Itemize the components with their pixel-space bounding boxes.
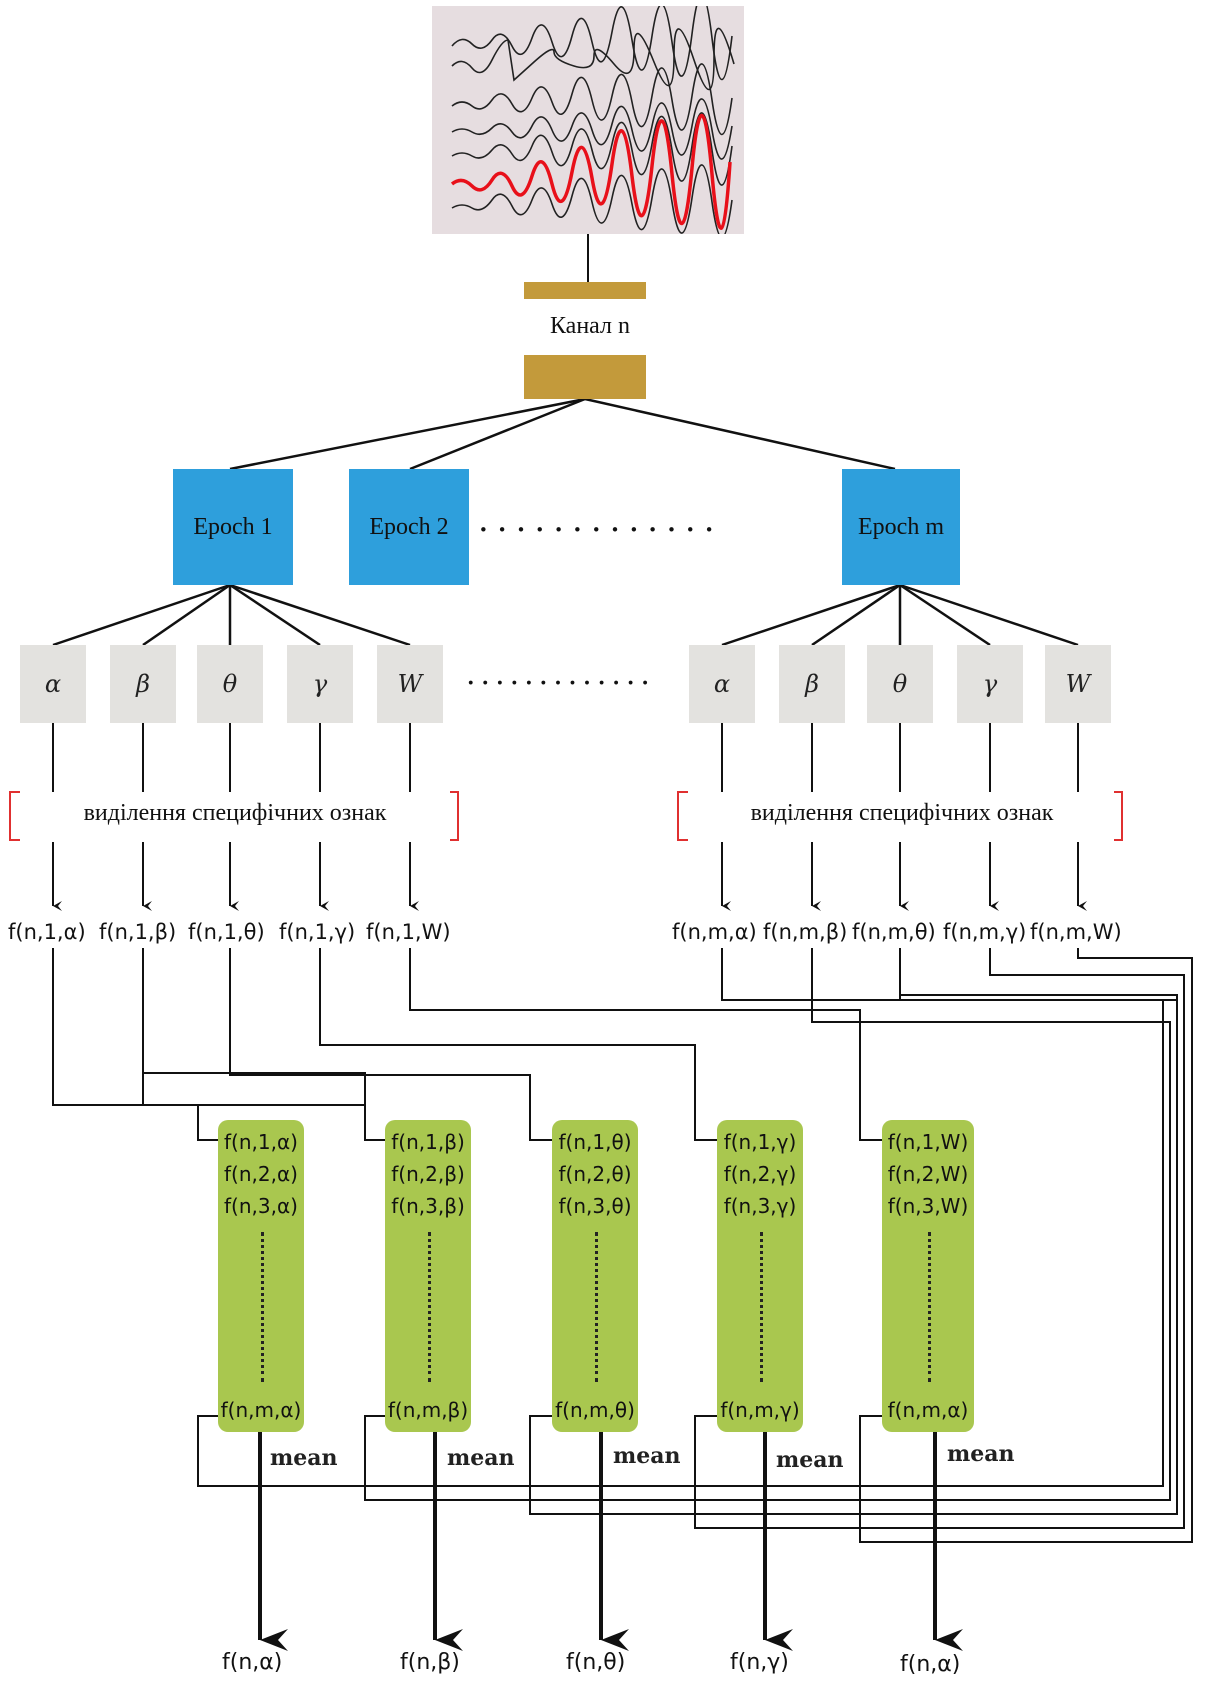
result-theta: f(n,θ) — [566, 1650, 626, 1675]
collection-w-row-3: f(n,3,W) — [887, 1194, 969, 1218]
band-beta-m: β — [779, 645, 845, 723]
eeg-traces — [450, 0, 735, 239]
feature-extraction-label-m: виділення специфічних ознак — [690, 800, 1114, 827]
collection-w-row-m: f(n,m,α) — [887, 1398, 969, 1422]
collection-beta-vdots — [428, 1232, 431, 1382]
feature-label-1-alpha: f(n,1,α) — [8, 920, 86, 944]
epochm-band-connectors — [721, 583, 1079, 647]
band-w-m: W — [1045, 645, 1111, 723]
collection-w-row-1: f(n,1,W) — [887, 1130, 969, 1154]
collection-beta-row-1: f(n,1,β) — [391, 1130, 465, 1154]
channel-label: Канал n — [549, 313, 631, 339]
collection-w-vdots — [928, 1232, 931, 1382]
result-alpha: f(n,α) — [222, 1650, 283, 1675]
mean-label-beta: mean — [447, 1445, 515, 1471]
channel-bar-top — [524, 282, 646, 299]
epoch1-routing-c — [142, 948, 882, 1141]
epoch-ellipsis: ············· — [478, 510, 723, 550]
band-gamma-1: γ — [287, 645, 353, 723]
result-beta: f(n,β) — [400, 1650, 460, 1675]
mean-label-gamma: mean — [776, 1447, 844, 1473]
feature-extraction-label-1: виділення специфічних ознак — [22, 800, 448, 827]
collection-theta: f(n,1,θ) f(n,2,θ) f(n,3,θ) f(n,m,θ) — [552, 1120, 638, 1432]
band-alpha-1: α — [20, 645, 86, 723]
collection-theta-row-1: f(n,1,θ) — [558, 1130, 632, 1154]
band-beta-1: β — [110, 645, 176, 723]
mean-arrows — [258, 1432, 963, 1651]
collection-w: f(n,1,W) f(n,2,W) f(n,3,W) f(n,m,α) — [882, 1120, 974, 1432]
collection-theta-row-3: f(n,3,θ) — [558, 1194, 632, 1218]
feature-label-m-theta: f(n,m,θ) — [852, 920, 936, 944]
collection-w-row-2: f(n,2,W) — [887, 1162, 969, 1186]
eeg-highlight-trace — [450, 113, 732, 230]
feature-label-1-gamma: f(n,1,γ) — [279, 920, 356, 944]
collection-gamma-row-3: f(n,3,γ) — [723, 1194, 797, 1218]
feature-label-m-gamma: f(n,m,γ) — [943, 920, 1027, 944]
mean-label-w: mean — [947, 1441, 1015, 1467]
epoch1-routing-b — [229, 948, 365, 1074]
collection-gamma-row-2: f(n,2,γ) — [723, 1162, 797, 1186]
collection-alpha: f(n,1,α) f(n,2,α) f(n,3,α) f(n,m,α) — [218, 1120, 304, 1432]
feature-label-m-alpha: f(n,m,α) — [672, 920, 757, 944]
result-w: f(n,α) — [900, 1652, 961, 1677]
feature-label-m-w: f(n,m,W) — [1030, 920, 1122, 944]
collection-beta-row-2: f(n,2,β) — [391, 1162, 465, 1186]
band-ellipsis: ············· — [466, 666, 655, 701]
epoch-connectors — [229, 397, 896, 471]
eeg-signal-panel — [432, 0, 744, 239]
collection-beta: f(n,1,β) f(n,2,β) f(n,3,β) f(n,m,β) — [385, 1120, 471, 1432]
collection-theta-vdots — [595, 1232, 598, 1382]
channel-bar-bottom — [524, 355, 646, 399]
collection-alpha-row-3: f(n,3,α) — [224, 1194, 298, 1218]
band-alpha-m: α — [689, 645, 755, 723]
feature-label-1-beta: f(n,1,β) — [99, 920, 177, 944]
collection-alpha-row-m: f(n,m,α) — [220, 1398, 302, 1422]
mean-label-alpha: mean — [270, 1445, 338, 1471]
feature-label-1-theta: f(n,1,θ) — [188, 920, 265, 944]
band-w-1: W — [377, 645, 443, 723]
collection-beta-row-m: f(n,m,β) — [387, 1398, 469, 1422]
epochm-routing — [197, 948, 1193, 1543]
feature-arrows — [52, 842, 1087, 911]
result-gamma: f(n,γ) — [730, 1650, 789, 1675]
collection-alpha-row-1: f(n,1,α) — [224, 1130, 298, 1154]
feature-brackets — [9, 791, 1123, 841]
collection-alpha-vdots — [261, 1232, 264, 1382]
band-theta-m: θ — [867, 645, 933, 723]
epoch-m-box: Epoch m — [842, 469, 960, 585]
band-stems — [52, 723, 1079, 792]
band-theta-1: θ — [197, 645, 263, 723]
collection-theta-row-m: f(n,m,θ) — [555, 1398, 635, 1422]
collection-gamma-row-1: f(n,1,γ) — [723, 1130, 797, 1154]
epoch1-band-connectors — [52, 583, 411, 647]
collection-gamma-vdots — [760, 1232, 763, 1382]
band-gamma-m: γ — [957, 645, 1023, 723]
collection-beta-row-3: f(n,3,β) — [391, 1194, 465, 1218]
feature-label-m-beta: f(n,m,β) — [763, 920, 848, 944]
collection-gamma-row-m: f(n,m,γ) — [720, 1398, 800, 1422]
collection-theta-row-2: f(n,2,θ) — [558, 1162, 632, 1186]
collection-alpha-row-2: f(n,2,α) — [224, 1162, 298, 1186]
epoch-1-box: Epoch 1 — [173, 469, 293, 585]
epoch-2-box: Epoch 2 — [349, 469, 469, 585]
feature-label-1-w: f(n,1,W) — [366, 920, 451, 944]
collection-gamma: f(n,1,γ) f(n,2,γ) f(n,3,γ) f(n,m,γ) — [717, 1120, 803, 1432]
mean-label-theta: mean — [613, 1443, 681, 1469]
